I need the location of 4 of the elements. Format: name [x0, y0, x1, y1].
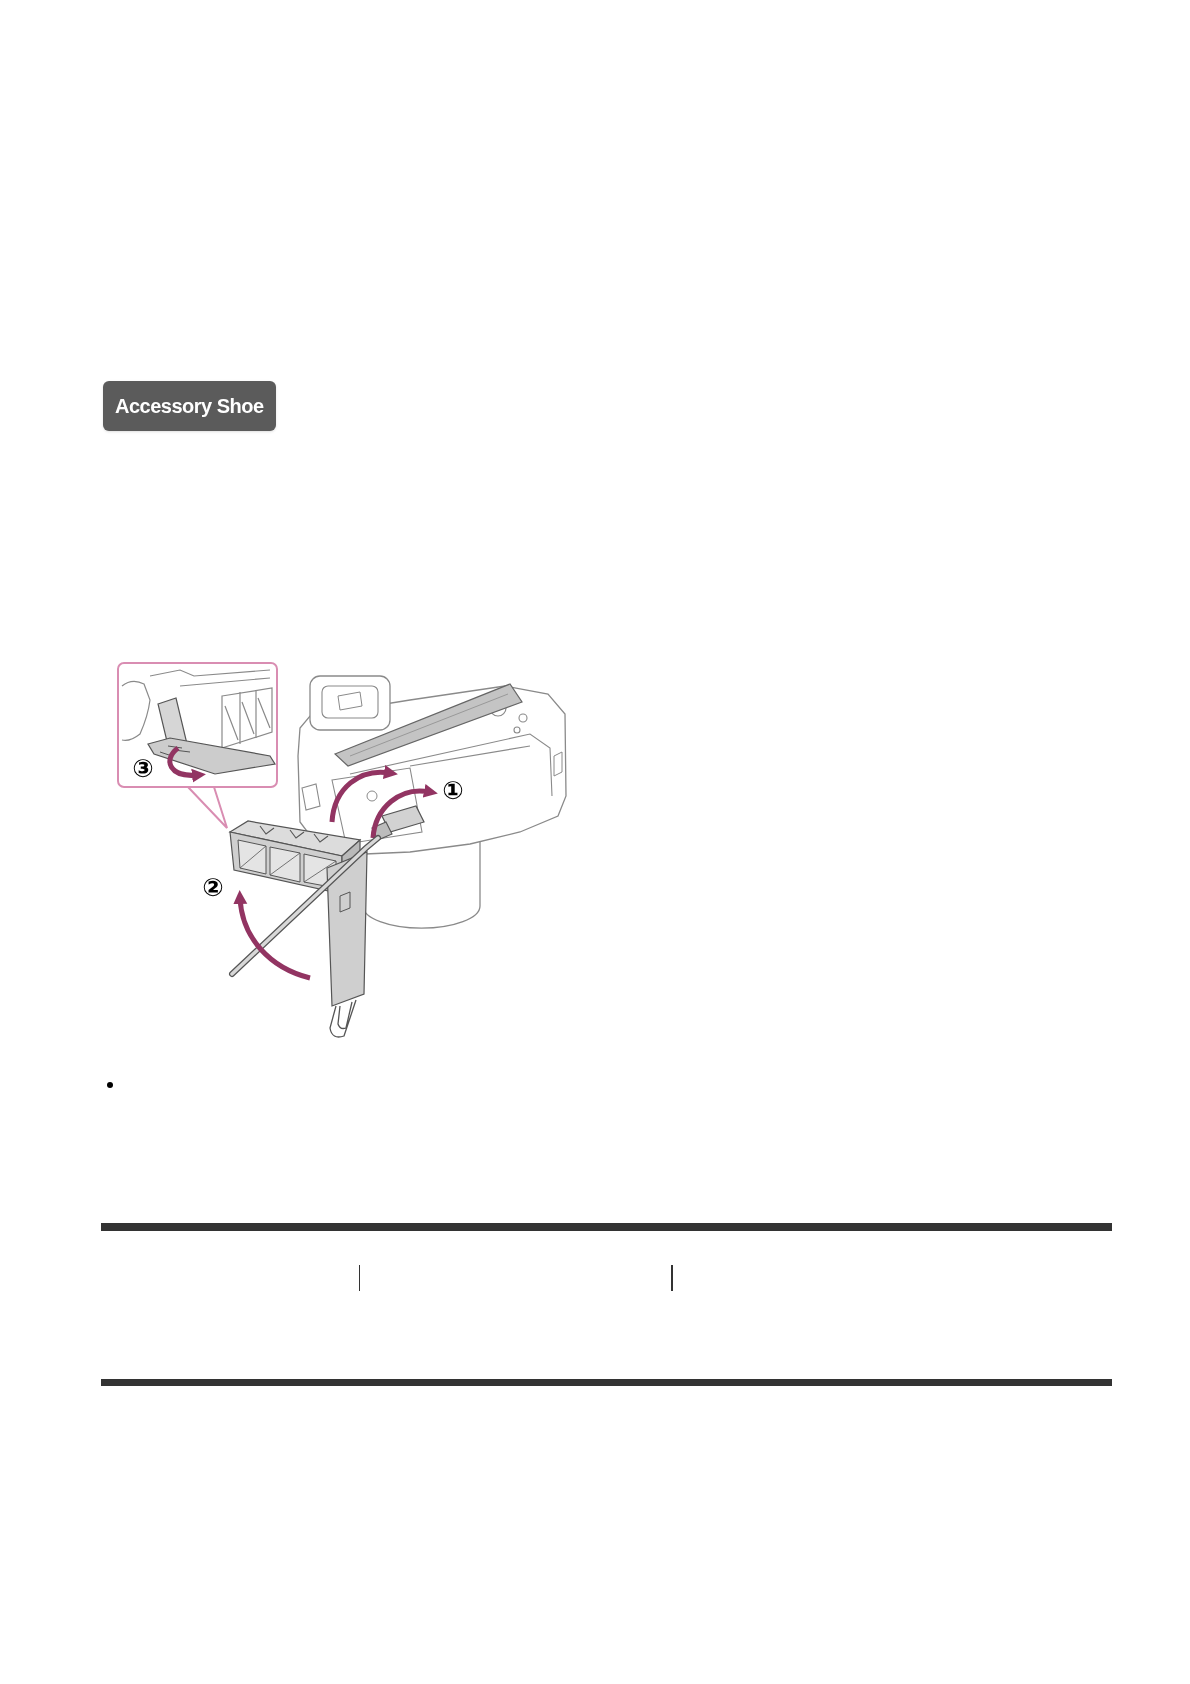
callout-number: ① [442, 777, 464, 803]
callout-number: ② [202, 874, 224, 900]
shoe-type-badge: Accessory Shoe [103, 381, 276, 431]
callout-number: ③ [132, 755, 154, 781]
